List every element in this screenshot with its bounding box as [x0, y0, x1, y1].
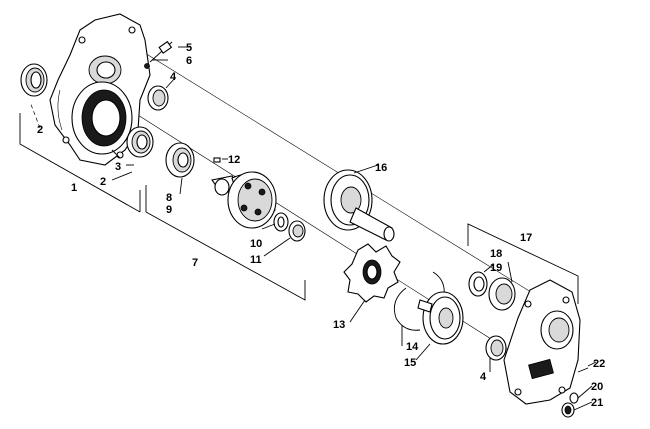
part-bearing-bottom	[485, 335, 507, 361]
callout-9: 9	[166, 204, 172, 216]
callout-16: 16	[375, 162, 387, 174]
callout-7: 7	[192, 257, 198, 269]
callout-15: 15	[404, 357, 416, 369]
callout-17: 17	[520, 232, 532, 244]
part-pin	[111, 149, 121, 159]
part-oil-seal-center	[126, 126, 154, 158]
callout-4-top: 4	[170, 71, 177, 83]
part-plug-21	[561, 402, 575, 418]
callout-4-bottom: 4	[480, 371, 487, 383]
part-bolt-22	[577, 367, 589, 373]
part-input-drum	[211, 171, 277, 229]
part-washer	[273, 212, 289, 232]
part-washer-20	[569, 392, 579, 404]
group-bracket-17	[467, 223, 579, 304]
part-spur-gear	[417, 291, 464, 345]
group-bracket-1	[19, 113, 141, 213]
part-oil-seal-left	[20, 63, 48, 97]
callout-20: 20	[591, 381, 603, 393]
part-bearing-race	[165, 142, 195, 178]
callout-3: 3	[115, 161, 121, 173]
callout-22: 22	[593, 358, 605, 370]
part-vent-fitting	[144, 40, 173, 69]
callout-5: 5	[186, 42, 192, 54]
callout-labels: 1 2 2 3 4 4 5 6 7 8 9 10 11 12 13 14 15 …	[37, 42, 605, 409]
callout-6: 6	[186, 55, 192, 67]
part-output-gear	[323, 169, 395, 242]
callout-1: 1	[71, 182, 77, 194]
part-front-housing	[49, 13, 151, 166]
group-bracket-7	[145, 185, 306, 301]
callout-13: 13	[333, 319, 345, 331]
part-bearing-18	[488, 277, 516, 311]
callout-18: 18	[490, 248, 502, 260]
callout-8: 8	[166, 192, 172, 204]
part-small-pin	[213, 157, 221, 163]
callout-21: 21	[591, 397, 603, 409]
part-needle-bearing	[288, 220, 306, 242]
callout-10: 10	[250, 238, 262, 250]
part-seal-19	[468, 271, 488, 297]
part-bearing-top	[147, 85, 169, 111]
callout-12: 12	[228, 154, 240, 166]
callout-2-center: 2	[100, 176, 106, 188]
callout-11: 11	[250, 254, 262, 266]
part-rear-cover	[503, 279, 581, 405]
callout-2-left: 2	[37, 124, 43, 136]
leader-lines	[29, 46, 597, 411]
part-sprocket	[343, 243, 401, 303]
callout-19: 19	[490, 262, 502, 274]
callout-14: 14	[406, 341, 419, 353]
